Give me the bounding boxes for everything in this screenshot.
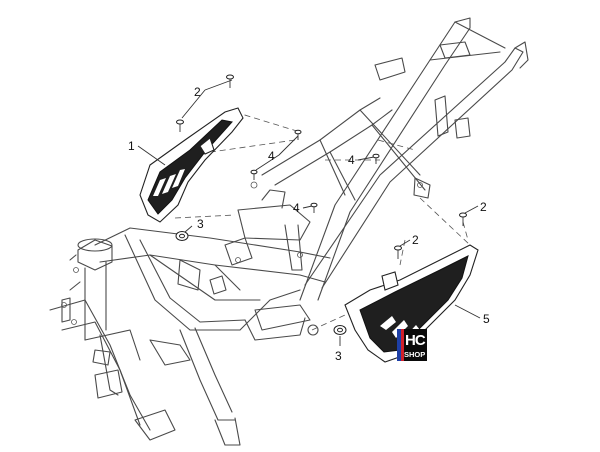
callout-3-left: 3 — [197, 217, 204, 231]
logo-shop-text: SHOP — [404, 350, 425, 359]
callout-3-bottom: 3 — [335, 349, 342, 363]
screw-lower-4 — [310, 202, 318, 213]
callout-5: 5 — [483, 312, 490, 326]
screw-right-4 — [372, 153, 380, 164]
callout-2-right-upper: 2 — [480, 200, 487, 214]
assembly-dashed-lines — [174, 111, 471, 331]
screw-top-left-2 — [176, 119, 184, 132]
callout-leaders — [137, 79, 481, 346]
callout-4-center: 4 — [268, 149, 275, 163]
grommet-bottom — [333, 325, 347, 335]
callout-2-right-lower: 2 — [412, 233, 419, 247]
grommet-left — [175, 231, 189, 241]
part-1-left-side-cover — [139, 107, 244, 223]
callout-2-top: 2 — [194, 85, 201, 99]
callout-4-lower: 4 — [293, 201, 300, 215]
callout-numbers: 1 2 3 4 4 4 2 2 3 5 — [128, 85, 490, 363]
fasteners — [175, 74, 467, 335]
screw-right-2 — [394, 245, 402, 259]
screw-right-1 — [459, 212, 467, 226]
logo-hc-text: HC — [405, 332, 426, 349]
motorcycle-frame — [49, 17, 529, 446]
screw-center-2 — [250, 169, 258, 180]
screw-center-1 — [294, 129, 302, 140]
hc-shop-logo: HC SHOP — [397, 329, 427, 361]
callout-1: 1 — [128, 139, 135, 153]
callout-4-right: 4 — [348, 153, 355, 167]
